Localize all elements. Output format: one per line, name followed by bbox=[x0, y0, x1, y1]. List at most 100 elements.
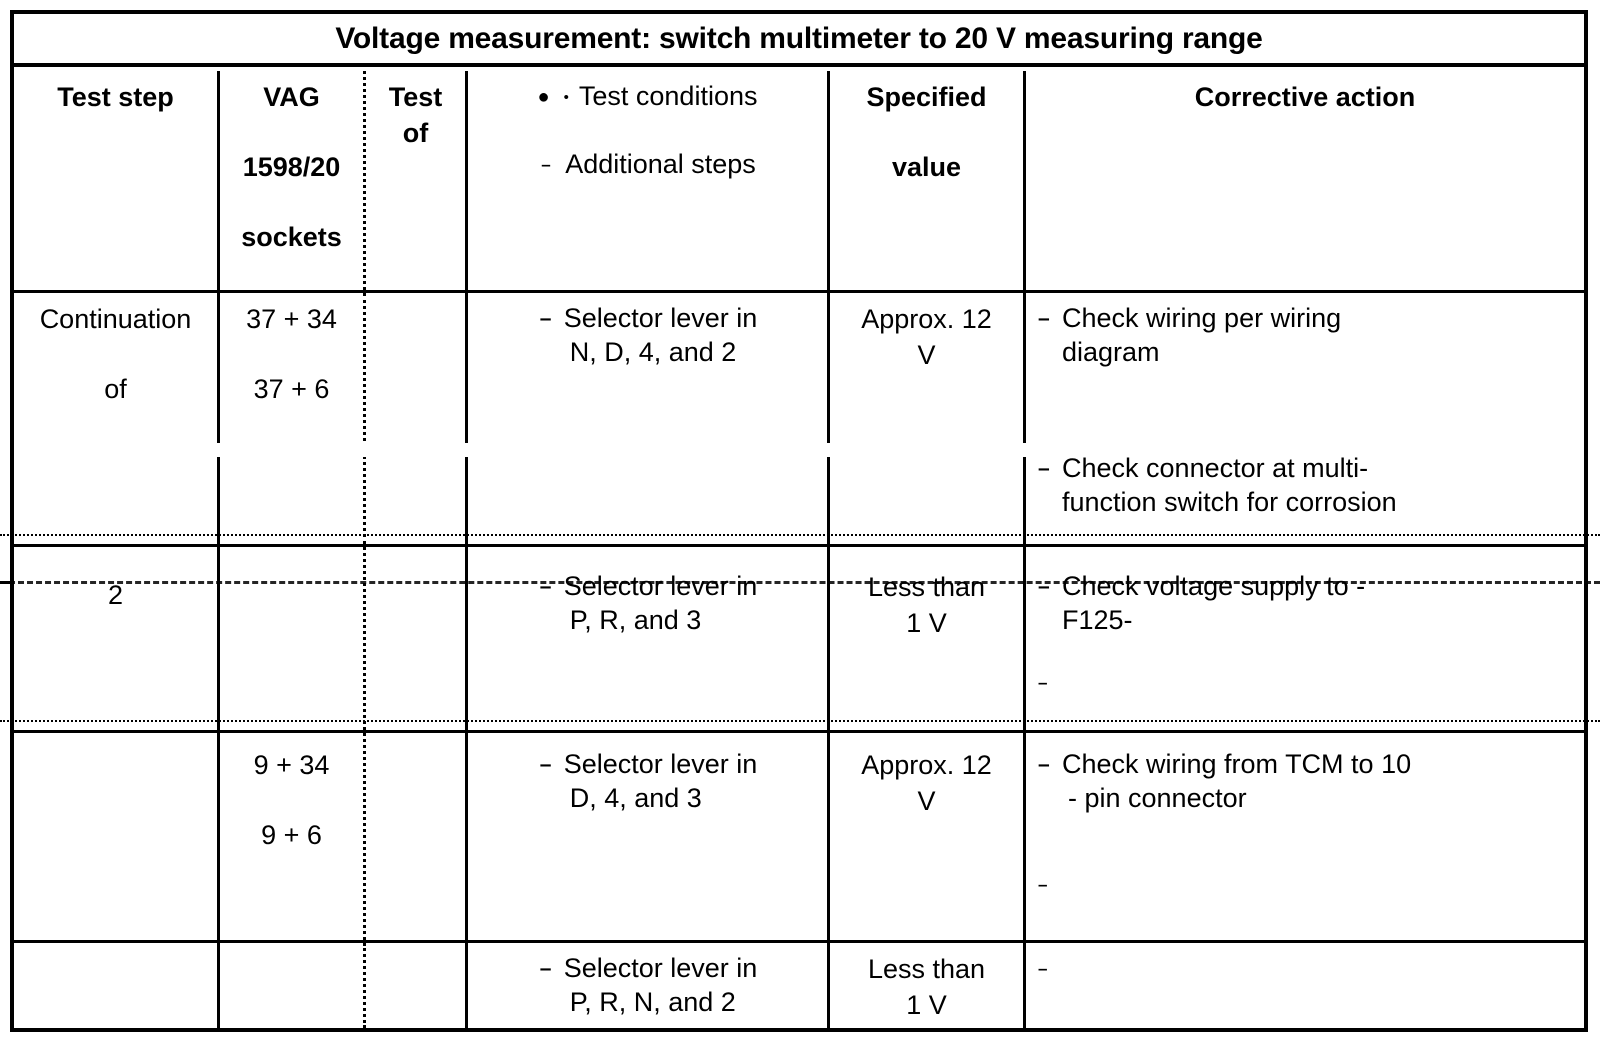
rule-break bbox=[465, 443, 472, 457]
cell-vag-sockets bbox=[220, 547, 366, 730]
header-label-test-step: Test step bbox=[57, 82, 174, 112]
rule-break bbox=[1023, 443, 1030, 457]
header-label-vag-sockets: sockets bbox=[241, 222, 342, 252]
cell-specified-value: Less than 1 V bbox=[830, 547, 1026, 730]
header-label-additional-steps: Additional steps bbox=[565, 149, 756, 179]
test-step-value-line1: Continuation bbox=[39, 304, 192, 334]
dash-marker-icon: – bbox=[1038, 575, 1050, 598]
specified-value-line1: Approx. 12 bbox=[861, 750, 992, 780]
scan-artifact-dashed-line-left bbox=[0, 581, 12, 584]
dash-marker-icon: – bbox=[1038, 307, 1050, 330]
header-cell-test-of: Test of bbox=[366, 71, 468, 290]
header-cell-test-conditions: ●•Test conditions –Additional steps bbox=[468, 71, 830, 290]
condition-line2: P, R, N, and 2 bbox=[569, 987, 736, 1017]
corrective-action-entry: – Check wiring from TCM to 10 - pin conn… bbox=[1036, 747, 1574, 815]
corrective-action-line2: function switch for corrosion bbox=[1062, 487, 1397, 517]
header-cell-test-step: Test step bbox=[14, 71, 220, 290]
cell-test-conditions: – Selector lever in P, R, and 3 bbox=[468, 547, 830, 730]
header-label-additional-steps-line: –Additional steps bbox=[539, 147, 756, 181]
table-header-row: Test step VAG 1598/20 sockets Test of bbox=[14, 71, 1584, 293]
header-label-test-conditions: Test conditions bbox=[578, 81, 758, 111]
specified-value-line2: 1 V bbox=[906, 990, 947, 1020]
corrective-action-entry: – Check wiring per wiring diagram bbox=[1036, 301, 1574, 369]
dash-marker-icon: – bbox=[1038, 875, 1048, 894]
cell-specified-value: Approx. 12 V bbox=[830, 293, 1026, 544]
corrective-action-line1: Check wiring from TCM to 10 bbox=[1062, 749, 1412, 779]
cell-test-conditions: – Selector lever in D, 4, and 3 bbox=[468, 733, 830, 940]
cell-corrective-action: – Check wiring per wiring diagram – Chec… bbox=[1026, 293, 1584, 544]
cell-corrective-action: – Check wiring from TCM to 10 - pin conn… bbox=[1026, 733, 1584, 940]
condition-line1: Selector lever in bbox=[563, 303, 758, 333]
header-label-test: Test bbox=[388, 82, 443, 112]
condition-entry: – Selector lever in D, 4, and 3 bbox=[538, 747, 758, 815]
corrective-action-line1: Check voltage supply to - bbox=[1062, 571, 1366, 601]
test-procedure-table: Voltage measurement: switch multimeter t… bbox=[10, 10, 1588, 1032]
condition-line2: P, R, and 3 bbox=[569, 605, 702, 635]
page-title: Voltage measurement: switch multimeter t… bbox=[335, 21, 1263, 55]
test-step-value-line2: of bbox=[104, 374, 127, 404]
condition-line2: D, 4, and 3 bbox=[569, 783, 702, 813]
vag-socket-pair-1: 37 + 34 bbox=[246, 304, 337, 334]
cell-vag-sockets: 37 + 34 37 + 6 bbox=[220, 293, 366, 544]
header-cell-specified-value: Specified value bbox=[830, 71, 1026, 290]
condition-line1: Selector lever in bbox=[563, 953, 758, 983]
dash-marker-icon: – bbox=[539, 753, 552, 776]
specified-value-line2: 1 V bbox=[906, 608, 947, 638]
cell-test-conditions: – Selector lever in P, R, N, and 2 bbox=[468, 943, 830, 1028]
dash-marker-icon: – bbox=[539, 575, 552, 598]
corrective-action-entry: – Check voltage supply to - F125- bbox=[1036, 569, 1574, 637]
rule-break bbox=[363, 443, 370, 457]
dash-marker-icon: – bbox=[1038, 673, 1048, 692]
test-step-value-line1: 2 bbox=[107, 580, 124, 610]
rule-break bbox=[217, 443, 224, 457]
rule-break bbox=[827, 443, 834, 457]
cell-test-step: Continuation of bbox=[14, 293, 220, 544]
header-label-value: value bbox=[891, 152, 962, 182]
header-label-test-conditions-line: ●•Test conditions bbox=[478, 79, 817, 115]
specified-value-line2: V bbox=[917, 786, 936, 816]
filled-bullet-icon: ● bbox=[537, 86, 550, 108]
header-label-vag-number: 1598/20 bbox=[242, 152, 341, 182]
vag-socket-pair-2: 37 + 6 bbox=[253, 374, 330, 404]
dash-marker-icon: – bbox=[539, 957, 552, 980]
cell-test-of bbox=[366, 547, 468, 730]
dash-marker-icon: – bbox=[1038, 959, 1048, 978]
cell-corrective-action: – bbox=[1026, 943, 1584, 1028]
condition-entry: – Selector lever in P, R, N, and 2 bbox=[538, 951, 758, 1019]
vag-socket-pair-1: 9 + 34 bbox=[253, 750, 330, 780]
specified-value-line1: Approx. 12 bbox=[861, 304, 992, 334]
table-row: 2 – Selector lever in P, R, and bbox=[14, 547, 1584, 733]
header-label-specified: Specified bbox=[866, 82, 987, 112]
dash-marker-icon: – bbox=[539, 307, 552, 330]
specified-value-line1: Less than bbox=[867, 572, 986, 602]
dash-marker-icon: – bbox=[541, 155, 551, 174]
cell-test-step bbox=[14, 733, 220, 940]
cell-test-conditions: – Selector lever in N, D, 4, and 2 bbox=[468, 293, 830, 544]
corrective-action-entry: – Check connector at multi- function swi… bbox=[1036, 451, 1574, 519]
cell-specified-value: Approx. 12 V bbox=[830, 733, 1026, 940]
condition-line1: Selector lever in bbox=[563, 571, 758, 601]
cell-test-step: 2 bbox=[14, 547, 220, 730]
cell-specified-value: Less than 1 V bbox=[830, 943, 1026, 1028]
condition-line2: N, D, 4, and 2 bbox=[569, 337, 737, 367]
specified-value-line2: V bbox=[917, 340, 936, 370]
header-label-of: of bbox=[402, 118, 429, 148]
cell-test-of bbox=[366, 293, 468, 544]
vag-socket-pair-2: 9 + 6 bbox=[261, 820, 322, 850]
dash-marker-icon: – bbox=[1038, 753, 1050, 776]
cell-test-step bbox=[14, 943, 220, 1028]
header-cell-corrective-action: Corrective action bbox=[1026, 71, 1584, 290]
table-row: Continuation of 37 + 34 37 + 6 – bbox=[14, 293, 1584, 547]
dash-marker-icon: – bbox=[1038, 457, 1050, 480]
cell-test-of bbox=[366, 733, 468, 940]
table-row: – Selector lever in P, R, N, and 2 Less … bbox=[14, 943, 1584, 1028]
table-title-band: Voltage measurement: switch multimeter t… bbox=[14, 14, 1584, 67]
condition-line1: Selector lever in bbox=[563, 749, 758, 779]
cell-corrective-action: – Check voltage supply to - F125- – bbox=[1026, 547, 1584, 730]
condition-entry: – Selector lever in P, R, and 3 bbox=[538, 569, 758, 637]
header-label-vag: VAG bbox=[263, 82, 320, 112]
corrective-action-line1: Check connector at multi- bbox=[1062, 453, 1369, 483]
corrective-action-line1: Check wiring per wiring bbox=[1062, 303, 1342, 333]
corrective-action-line2: diagram bbox=[1062, 337, 1160, 367]
